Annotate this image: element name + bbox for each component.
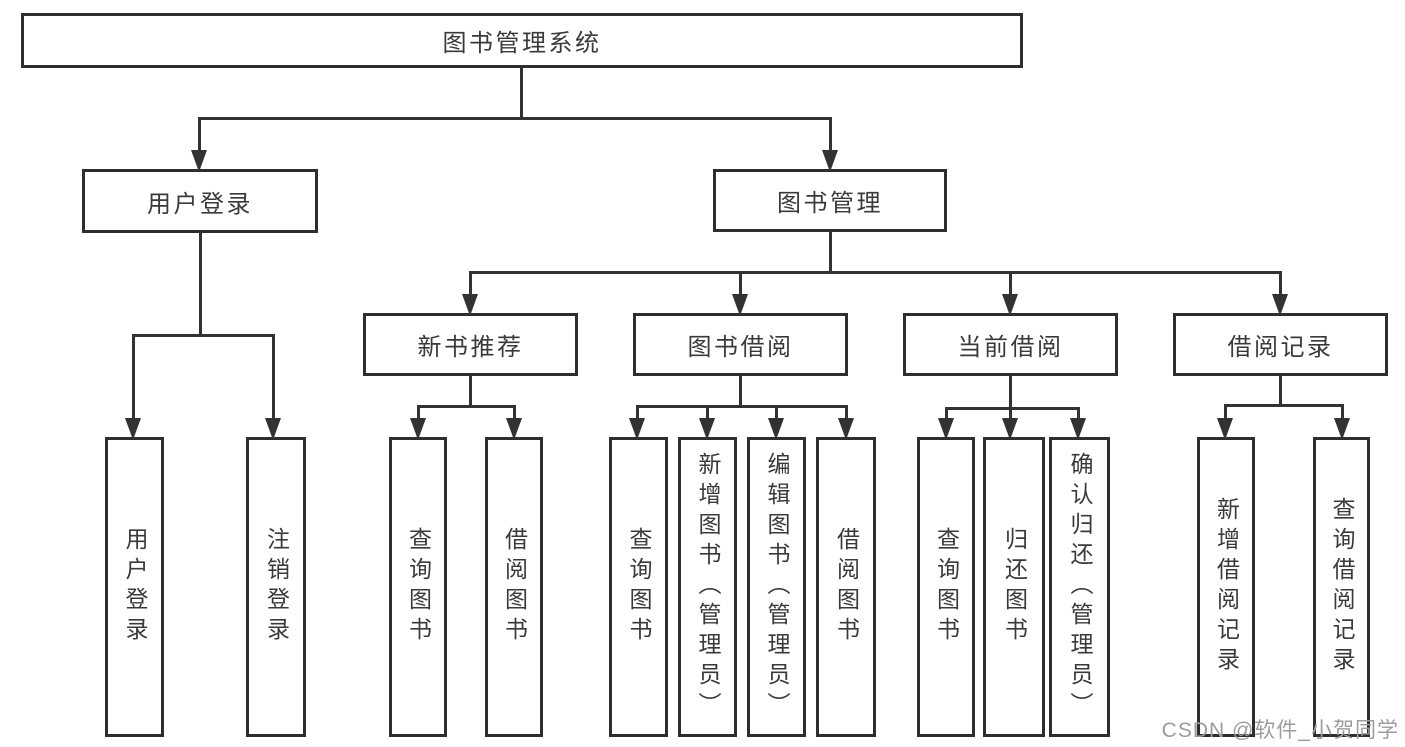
node-label: 编辑图书（管理员） — [764, 452, 790, 722]
connector-line — [738, 376, 742, 408]
node-label: 新增图书（管理员） — [695, 452, 721, 722]
connector-line — [131, 333, 275, 337]
connector-line — [198, 233, 202, 337]
node-borrowing-records: 借阅记录 — [1173, 313, 1388, 376]
node-label: 当前借阅 — [957, 334, 1064, 361]
node-user-login: 用户登录 — [82, 169, 318, 233]
node-book-mgmt: 图书管理 — [713, 169, 947, 232]
node-label: 查询图书 — [405, 527, 432, 647]
node-label: 借阅图书 — [501, 527, 528, 647]
node-label: 图书管理系统 — [442, 30, 602, 57]
node-label: 查询图书 — [626, 527, 652, 647]
node-leaf-user-login: 用户登录 — [105, 437, 164, 737]
node-label: 借阅图书 — [833, 527, 860, 647]
node-label: 图书借阅 — [687, 334, 794, 361]
node-label: 确认归还（管理员） — [1067, 452, 1093, 722]
node-new-book-rec: 新书推荐 — [363, 313, 578, 376]
node-leaf-cb-confirm-return: 确认归还（管理员） — [1049, 437, 1110, 737]
node-label: 新书推荐 — [417, 334, 524, 361]
connector-line — [635, 404, 848, 408]
connector-line — [468, 376, 472, 408]
node-leaf-bb-edit-books: 编辑图书（管理员） — [747, 437, 806, 737]
node-leaf-br-add-record: 新增借阅记录 — [1197, 437, 1255, 737]
node-label: 查询图书 — [933, 527, 960, 647]
node-leaf-nbr-borrow-books: 借阅图书 — [485, 437, 543, 737]
connector-line — [828, 232, 832, 274]
node-label: 归还图书 — [1001, 527, 1028, 647]
node-leaf-bb-query-books: 查询图书 — [609, 437, 668, 737]
node-book-borrowing: 图书借阅 — [633, 313, 848, 376]
node-label: 图书管理 — [777, 190, 883, 217]
node-label: 查询借阅记录 — [1329, 497, 1355, 677]
node-root: 图书管理系统 — [21, 13, 1023, 68]
connector-line — [1223, 403, 1344, 407]
node-label: 注销登录 — [263, 527, 290, 647]
connector-line — [944, 406, 1080, 410]
node-current-borrowing: 当前借阅 — [903, 313, 1118, 376]
connector-line — [519, 68, 523, 120]
csdn-watermark: CSDN @软件_小贺同学 — [1161, 719, 1399, 742]
connector-line — [197, 116, 832, 120]
connector-line — [1008, 376, 1012, 410]
connector-line — [1278, 376, 1282, 407]
node-label: 用户登录 — [147, 190, 253, 218]
node-leaf-bb-add-books: 新增图书（管理员） — [678, 437, 737, 737]
node-leaf-br-query-record: 查询借阅记录 — [1313, 437, 1370, 737]
connector-line — [416, 404, 516, 408]
node-leaf-cb-return-books: 归还图书 — [983, 437, 1045, 737]
node-label: 新增借阅记录 — [1213, 497, 1240, 677]
node-leaf-bb-borrow-books: 借阅图书 — [816, 437, 876, 737]
connector-line — [468, 270, 1282, 274]
node-leaf-cb-query-books: 查询图书 — [917, 437, 975, 737]
node-label: 用户登录 — [122, 527, 148, 647]
node-label: 借阅记录 — [1227, 334, 1334, 361]
node-leaf-nbr-query-books: 查询图书 — [389, 437, 447, 737]
node-leaf-logout: 注销登录 — [246, 437, 306, 737]
